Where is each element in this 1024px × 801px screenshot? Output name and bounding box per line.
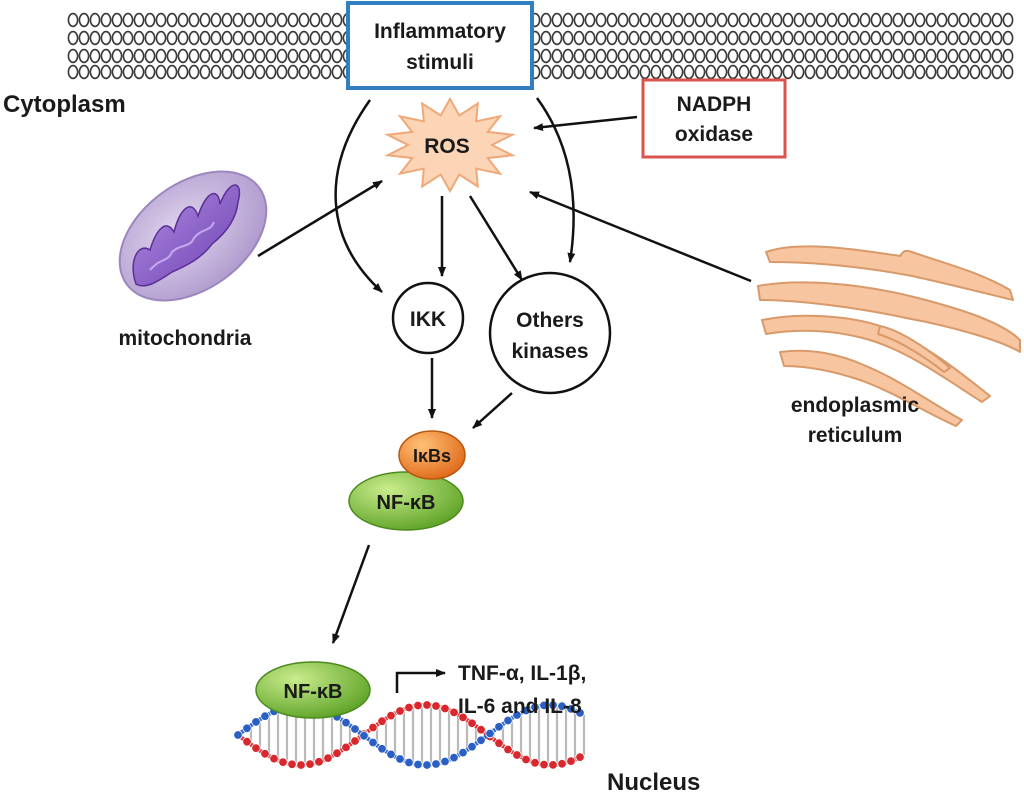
nfkb-nucleus-label: NF-κB [284,681,343,703]
nucleus-label: Nucleus [607,769,700,796]
others-kinases-label-line1: Others [516,309,584,332]
arrow-nadph-to-ros [533,115,638,132]
cell-membrane-icon [67,12,1014,80]
inflammatory-stimuli-box [346,1,534,90]
others-kinases-circle [488,271,612,395]
target-genes-label-line1: TNF-α, IL-1β, [458,662,586,685]
ikk-circle [391,281,465,355]
nfkb-cytoplasm-label: NF-κB [377,492,436,514]
ros-burst-icon [384,96,516,194]
nfkb-cytoplasm-oval [348,471,464,531]
inflammatory-stimuli-label-line2: stimuli [406,51,474,74]
endoplasmic-reticulum-label-line2: reticulum [808,424,903,447]
arrow-others-to-ikbs [472,392,513,429]
arrow-nfkb-to-nucleus [331,544,371,644]
ikbs-label: IκBs [413,446,451,466]
ikbs-oval [398,430,466,480]
nfkb-nucleus-oval [255,661,371,719]
inflammatory-stimuli-label-line1: Inflammatory [374,20,506,43]
ros-label: ROS [424,135,470,158]
arrow-er-to-ros [529,190,752,283]
transcription-arrow [395,669,446,693]
others-kinases-label-line2: kinases [511,340,588,363]
endoplasmic-reticulum-icon [757,245,1021,427]
nadph-oxidase-box [641,78,787,159]
target-genes-label-line2: IL-6 and IL-8 [458,695,582,718]
endoplasmic-reticulum-label-line1: endoplasmic [791,394,920,417]
mitochondria-icon [118,170,268,302]
arrow-ros-to-others [468,195,524,281]
pathway-arrows [257,97,752,644]
nadph-oxidase-label-line2: oxidase [675,123,753,146]
arrow-stimuli-to-others [535,97,576,263]
mitochondria-label: mitochondria [118,327,251,350]
cytoplasm-label: Cytoplasm [3,91,126,118]
nadph-oxidase-label-line1: NADPH [677,93,752,116]
ikk-label: IKK [410,308,446,331]
arrow-mitochondria-to-ros [257,179,383,258]
arrow-stimuli-to-ikk [334,99,383,293]
